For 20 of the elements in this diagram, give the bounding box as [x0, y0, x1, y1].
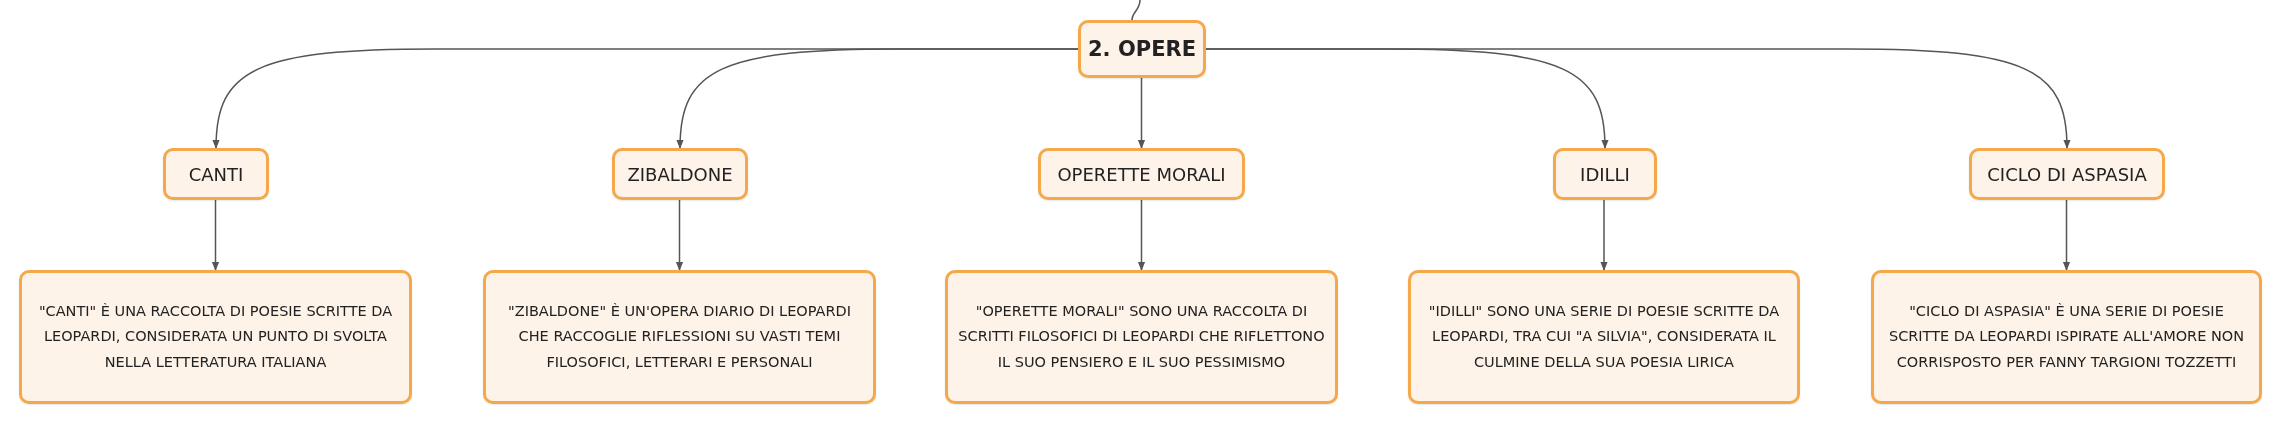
arrow [1137, 199, 1146, 271]
subtopic-box: IDILLI [1553, 148, 1657, 200]
subtopic-box: OPERETTE MORALI [1038, 148, 1245, 200]
arrow [1205, 48, 2071, 149]
description-box: "ZIBALDONE" È UN'OPERA DIARIO DI LEOPARDI CHE RACCOGLIE RIFLESSIONI SU VASTI TEMI FILOSOFICI, LETTERARI E PERSONALI [483, 270, 876, 404]
description-box: "CICLO DI ASPASIA" È UNA SERIE DI POESIE SCRITTE DA LEOPARDI ISPIRATE ALL'AMORE NON CORRISPOSTO PER FANNY TARGIONI TOZZETTI [1871, 270, 2262, 404]
arrow [676, 48, 1079, 149]
arrow [1600, 199, 1608, 271]
description-box: "OPERETTE MORALI" SONO UNA RACCOLTA DI SCRITTI FILOSOFICI DI LEOPARDI CHE RIFLETTONO IL SUO PENSIERO E IL SUO PESSIMISMO [945, 270, 1338, 404]
arrow [675, 199, 684, 271]
subtopic-box: CICLO DI ASPASIA [1969, 148, 2165, 200]
description-box: "CANTI" È UNA RACCOLTA DI POESIE SCRITTE DA LEOPARDI, CONSIDERATA UN PUNTO DI SVOLTA NELLA LETTERATURA ITALIANA [19, 270, 412, 404]
topic-box: 2. OPERE [1078, 20, 1206, 78]
arrow [1137, 77, 1146, 149]
connector-line [1131, 0, 1141, 21]
arrow [211, 199, 220, 271]
subtopic-box: CANTI [163, 148, 269, 200]
subtopic-box: ZIBALDONE [612, 148, 748, 200]
arrow [2062, 199, 2071, 271]
description-box: "IDILLI" SONO UNA SERIE DI POESIE SCRITTE DA LEOPARDI, TRA CUI "A SILVIA", CONSIDERATA IL CULMINE DELLA SUA POESIA LIRICA [1408, 270, 1800, 404]
